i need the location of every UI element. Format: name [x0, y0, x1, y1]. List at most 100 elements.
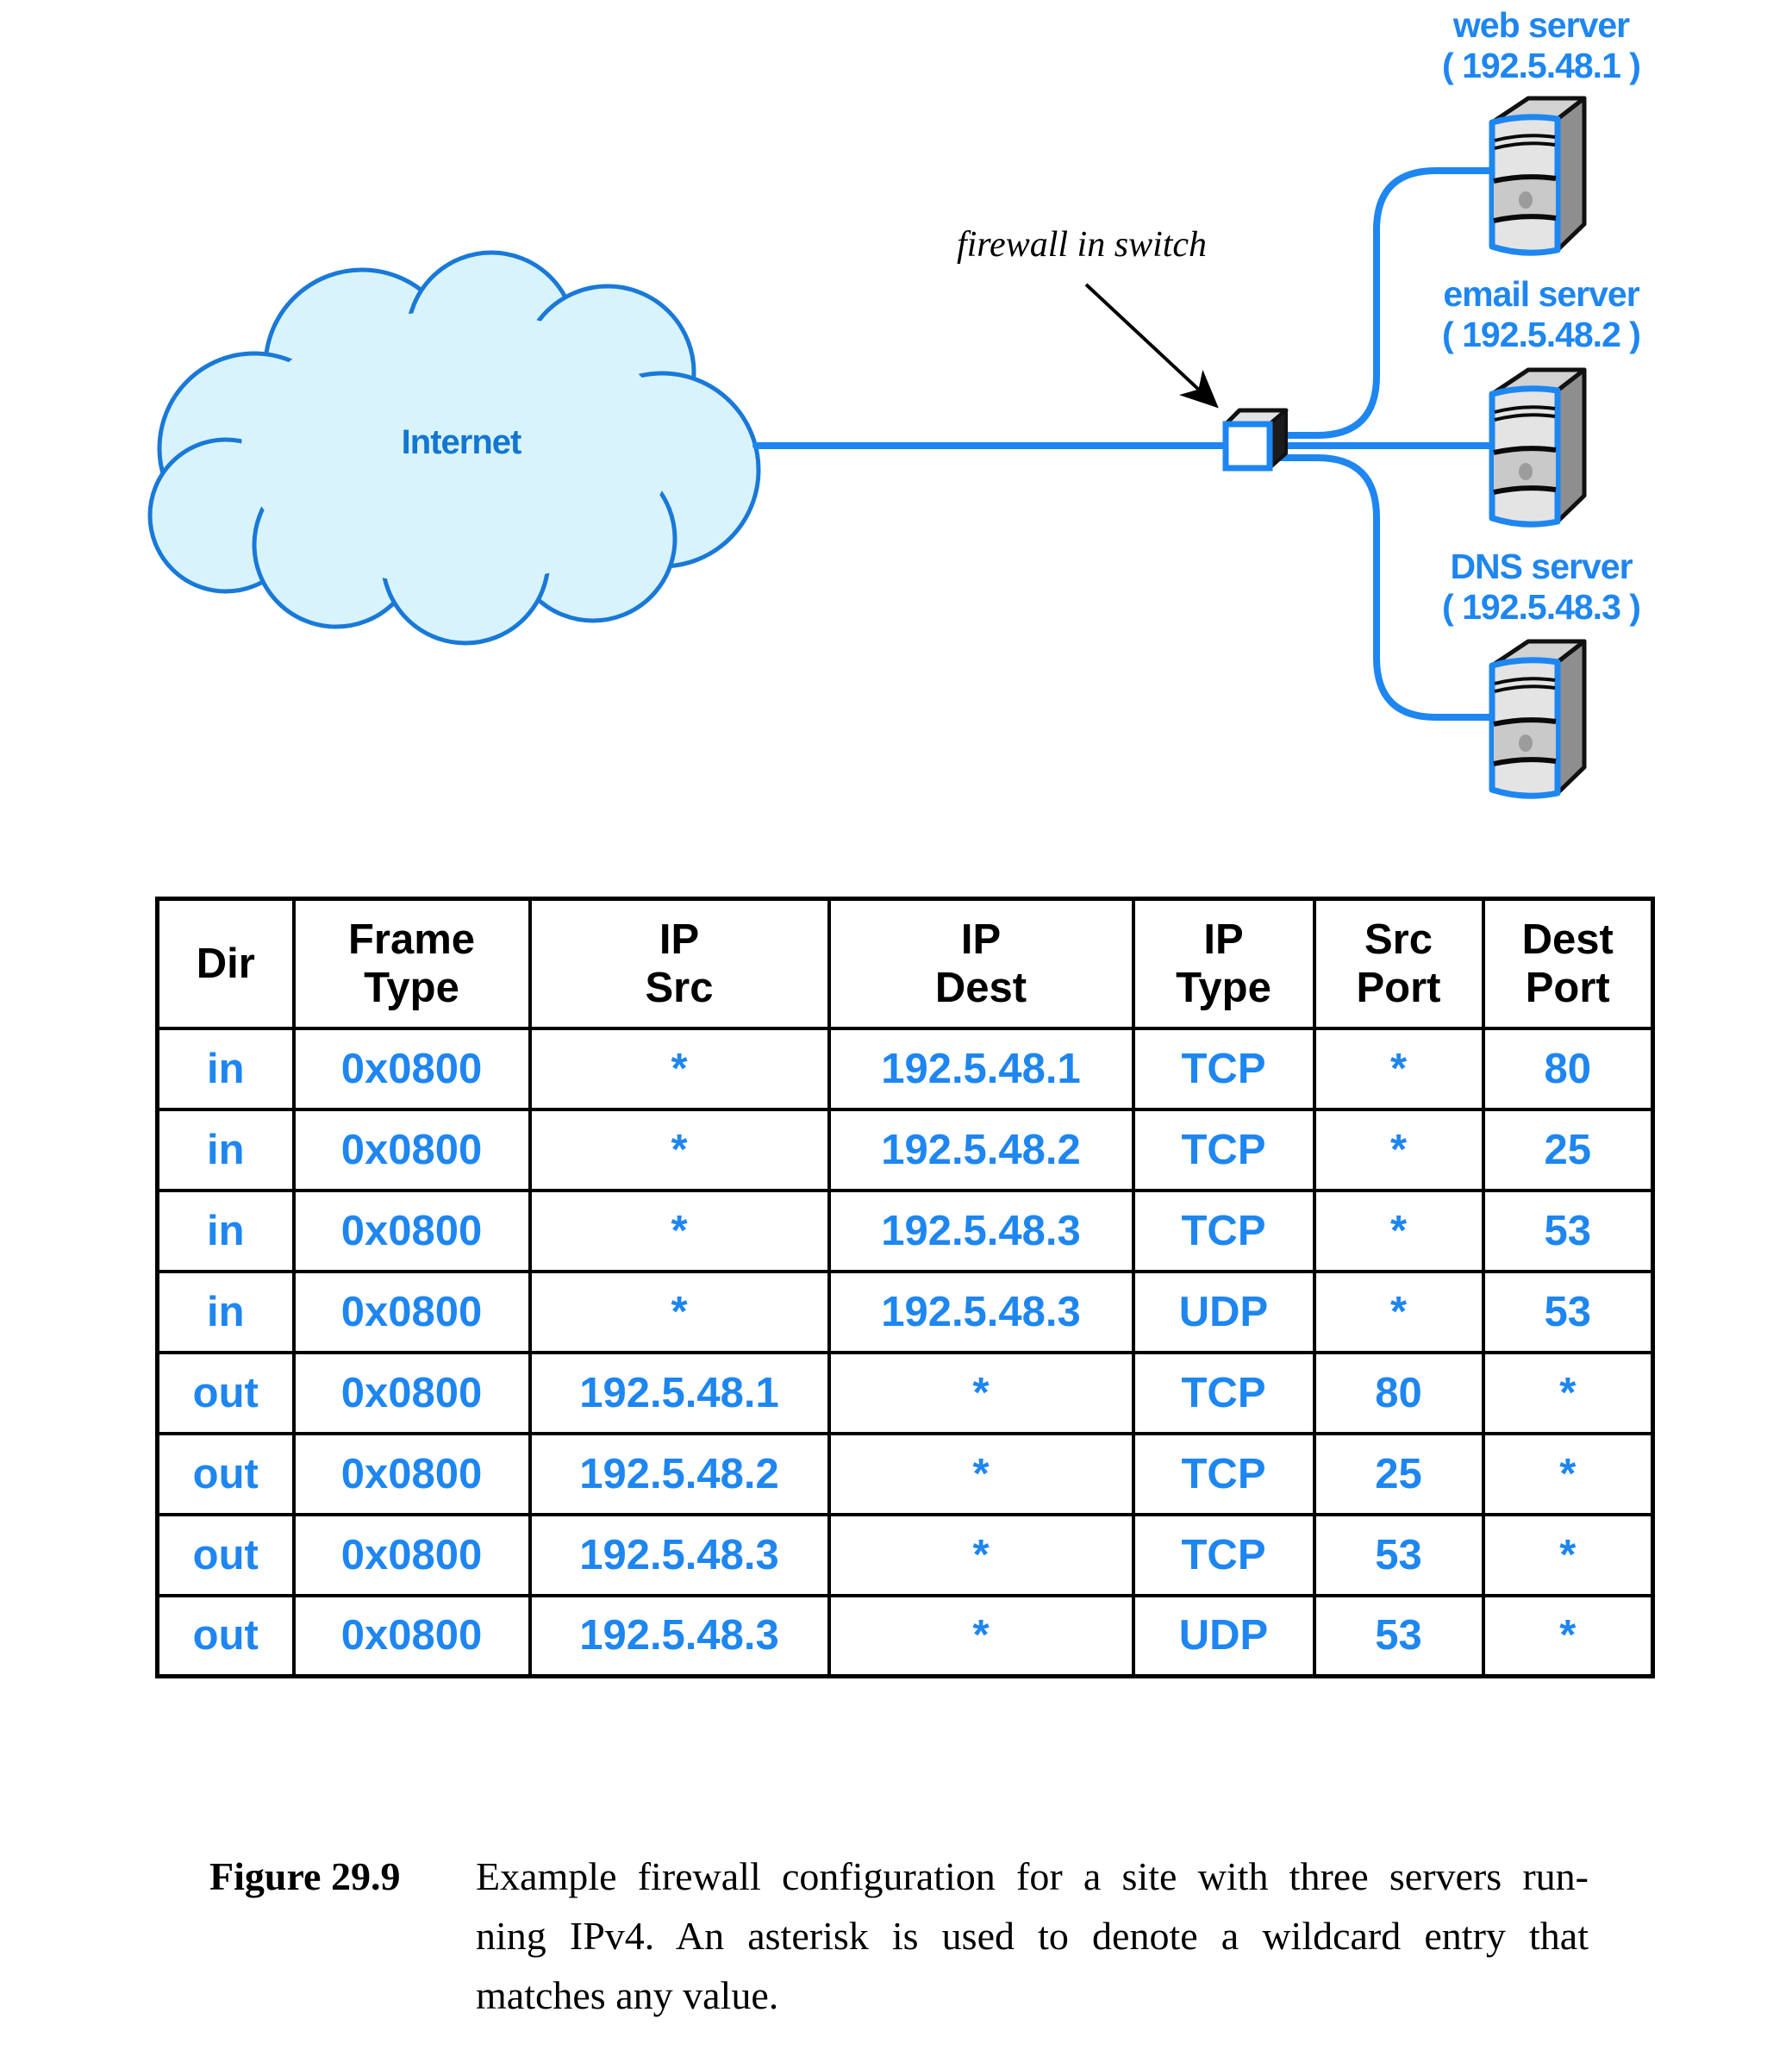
column-header-line: Frame	[347, 916, 476, 963]
table-cell: out	[155, 1512, 296, 1597]
table-cell: *	[528, 1107, 831, 1192]
switch-cube-icon	[1222, 408, 1289, 472]
table-cell: 0x0800	[291, 1512, 532, 1597]
table-cell: UDP	[1131, 1269, 1316, 1354]
server-name: DNS server	[1450, 547, 1633, 586]
server-name: email server	[1443, 274, 1639, 314]
table-cell: *	[1312, 1269, 1485, 1354]
table-cell: UDP	[1131, 1593, 1316, 1678]
annotation-arrow-icon	[1084, 283, 1219, 409]
column-header-line: IP	[960, 916, 1002, 963]
column-header-line: Src	[645, 964, 714, 1011]
table-cell: TCP	[1131, 1107, 1316, 1192]
table-cell: in	[155, 1107, 296, 1192]
table-cell: 192.5.48.1	[827, 1026, 1135, 1111]
table-cell: 192.5.48.1	[528, 1350, 831, 1435]
column-header-line: Src	[1364, 916, 1433, 963]
table-cell: out	[155, 1350, 296, 1435]
table-cell: *	[827, 1593, 1135, 1678]
column-header-line: Type	[364, 964, 459, 1011]
table-cell: TCP	[1131, 1512, 1316, 1597]
server-ip: ( 192.5.48.3 )	[1442, 587, 1641, 627]
table-cell: *	[1481, 1512, 1655, 1597]
table-cell: *	[827, 1350, 1135, 1435]
server-ip: ( 192.5.48.1 )	[1442, 46, 1641, 85]
column-header-line: Port	[1525, 964, 1610, 1011]
email-server-icon	[1492, 370, 1584, 524]
table-cell: *	[1481, 1431, 1655, 1516]
table-cell: out	[155, 1431, 296, 1516]
caption-text: Example firewall configuration for a sit…	[476, 1847, 1589, 2025]
table-cell: 192.5.48.3	[827, 1188, 1135, 1273]
table-cell: 192.5.48.3	[528, 1593, 831, 1678]
column-header-line: Dest	[934, 964, 1027, 1011]
table-cell: 80	[1312, 1350, 1485, 1435]
server-name: web server	[1452, 5, 1630, 45]
table-cell: *	[827, 1512, 1135, 1597]
wire-switch-to-dns	[1264, 454, 1494, 721]
column-header: Dir	[155, 897, 296, 1030]
table-cell: in	[155, 1188, 296, 1273]
table-cell: TCP	[1131, 1431, 1316, 1516]
column-header-line: Dir	[196, 940, 255, 987]
dns-server-label: DNS server ( 192.5.48.3 )	[1377, 547, 1705, 628]
table-cell: 0x0800	[291, 1107, 532, 1192]
table-cell: TCP	[1131, 1188, 1316, 1273]
table-cell: 0x0800	[291, 1269, 532, 1354]
table-cell: 80	[1481, 1026, 1655, 1111]
table-cell: *	[1481, 1350, 1655, 1435]
figure-number: Figure 29.9	[209, 1854, 401, 1898]
table-cell: 25	[1481, 1107, 1655, 1192]
column-header-line: IP	[659, 916, 700, 963]
table-cell: in	[155, 1269, 296, 1354]
table-cell: out	[155, 1593, 296, 1678]
table-cell: *	[1481, 1593, 1655, 1678]
table-cell: 0x0800	[291, 1026, 532, 1111]
caption-line: ning IPv4. An asterisk is used to denote…	[476, 1914, 1589, 1958]
table-cell: 0x0800	[291, 1593, 532, 1678]
table-cell: 0x0800	[291, 1188, 532, 1273]
table-cell: 53	[1312, 1593, 1485, 1678]
column-header-line: IP	[1203, 916, 1244, 963]
web-server-label: web server ( 192.5.48.1 )	[1377, 5, 1705, 86]
table-cell: 192.5.48.2	[528, 1431, 831, 1516]
table-cell: TCP	[1131, 1026, 1316, 1111]
table-cell: *	[827, 1431, 1135, 1516]
column-header-line: Type	[1176, 964, 1271, 1011]
email-server-label: email server ( 192.5.48.2 )	[1377, 274, 1705, 355]
table-cell: *	[528, 1026, 831, 1111]
table-cell: 0x0800	[291, 1431, 532, 1516]
web-server-icon	[1492, 98, 1584, 253]
table-cell: 192.5.48.3	[827, 1269, 1135, 1354]
dns-server-icon	[1492, 641, 1584, 796]
table-cell: *	[528, 1269, 831, 1354]
table-cell: 0x0800	[291, 1350, 532, 1435]
table-cell: 192.5.48.2	[827, 1107, 1135, 1192]
table-cell: *	[1312, 1188, 1485, 1273]
table-cell: 53	[1481, 1269, 1655, 1354]
column-header-line: Dest	[1521, 916, 1614, 963]
table-cell: *	[528, 1188, 831, 1273]
table-cell: *	[1312, 1107, 1485, 1192]
table-cell: 53	[1481, 1188, 1655, 1273]
network-diagram	[147, 0, 1792, 862]
table-cell: 53	[1312, 1512, 1485, 1597]
column-header-line: Port	[1356, 964, 1441, 1011]
caption-line: matches any value.	[476, 1973, 779, 2017]
caption-line: Example firewall configuration for a sit…	[476, 1854, 1589, 1898]
table-cell: TCP	[1131, 1350, 1316, 1435]
